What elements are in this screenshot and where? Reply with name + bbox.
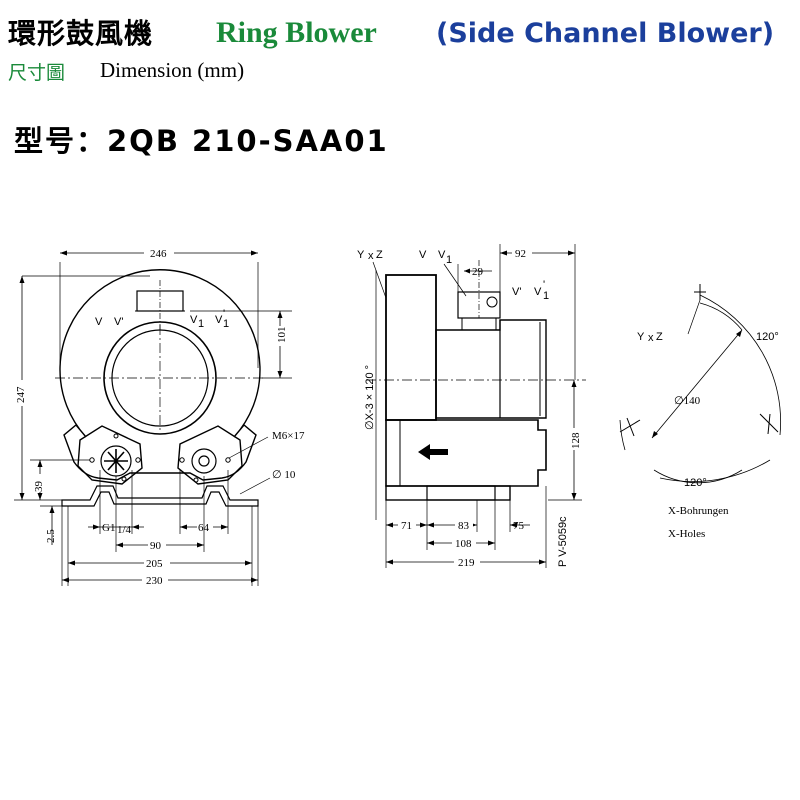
- front-label-m6: M6×17: [272, 430, 305, 442]
- side-dim-71: 71: [401, 520, 412, 532]
- front-dim-247: 247: [15, 386, 27, 403]
- side-label-v1p: V: [534, 286, 542, 298]
- side-base: [385, 485, 511, 501]
- side-label-vp: V': [512, 286, 521, 298]
- holes-note-en: X-Holes: [668, 528, 705, 540]
- title-chinese: 環形鼓風機: [8, 17, 154, 50]
- front-dim-90: 90: [150, 540, 162, 552]
- side-dim-108: 108: [455, 538, 472, 550]
- front-base-rail: [61, 485, 259, 507]
- side-label-v: V: [419, 249, 427, 261]
- front-label-vp: V': [114, 316, 123, 328]
- front-label-v1: V: [190, 314, 198, 326]
- side-lower-housing: [385, 419, 547, 487]
- front-housing-outline: [59, 269, 261, 481]
- side-dim-29: 29: [472, 266, 484, 278]
- front-label-v: V: [95, 316, 103, 328]
- side-label-v1p-sup: ': [543, 279, 545, 291]
- front-label-v1p: V: [215, 314, 223, 326]
- side-drawing-no: P V-5059c: [557, 516, 569, 567]
- front-dim-246: 246: [150, 248, 167, 260]
- side-label-z: Z: [376, 249, 383, 261]
- front-dim-g: G1: [102, 522, 115, 534]
- side-flange: [385, 274, 437, 421]
- front-right-port-circle: [191, 448, 217, 474]
- holes-note-de: X-Bohrungen: [668, 505, 729, 517]
- front-label-v1-sub: 1: [198, 318, 204, 330]
- side-dim-75: 75: [513, 520, 525, 532]
- front-dim-39: 39: [33, 481, 45, 493]
- front-dim-205: 205: [146, 558, 163, 570]
- subtitle-chinese: 尺寸圖: [8, 62, 66, 84]
- holes-label-x: x: [648, 332, 654, 344]
- holes-angle-top: 120°: [756, 331, 779, 343]
- side-view: Y x Z V V 1 V' V 1 ' 29 92 ∅X-3 × 120 ° …: [357, 244, 586, 569]
- side-label-x: x: [368, 250, 374, 262]
- front-right-foot-bracket: [177, 425, 243, 485]
- side-dim-128: 128: [570, 432, 582, 449]
- side-label-flange: ∅X-3 × 120 °: [364, 365, 376, 430]
- front-dim-101: 101: [276, 327, 288, 344]
- side-label-v1: V: [438, 249, 446, 261]
- holes-label-z: Z: [656, 331, 663, 343]
- side-dim-219: 219: [458, 557, 475, 569]
- header: 環形鼓風機 Ring Blower (Side Channel Blower) …: [8, 8, 798, 88]
- hole-circle-arc: [619, 294, 781, 482]
- holes-angle-bottom: 120°: [684, 477, 707, 489]
- front-dim-230: 230: [146, 575, 163, 587]
- front-dim-2-5: 2.5: [45, 529, 57, 543]
- side-flow-arrow: [418, 444, 448, 460]
- side-dim-83: 83: [458, 520, 470, 532]
- side-dim-92: 92: [515, 248, 526, 260]
- title-english: Ring Blower: [216, 16, 377, 49]
- front-label-v1p-sub: 1: [223, 318, 229, 330]
- holes-view: Y x Z 120° 120° ∅140 X-Bohrungen X-Holes: [619, 284, 781, 540]
- side-motor-body: [435, 319, 547, 419]
- subtitle-english: Dimension (mm): [100, 58, 245, 82]
- title-english-paren: (Side Channel Blower): [436, 18, 775, 49]
- side-label-y: Y: [357, 249, 365, 261]
- front-dim-g-sub: 1/4: [117, 524, 132, 536]
- front-label-dia10: ∅ 10: [272, 469, 296, 481]
- side-label-v1-sub: 1: [446, 254, 452, 266]
- side-label-v1p-sub: 1: [543, 290, 549, 302]
- model-number: 型号：2QB 210-SAA01: [14, 124, 389, 158]
- front-view: V V' V 1 V 1 ' 246 247 101 39: [14, 246, 305, 587]
- front-label-v1p-sup: ': [223, 308, 225, 320]
- holes-dia-140: ∅140: [674, 395, 701, 407]
- holes-label-y: Y: [637, 331, 645, 343]
